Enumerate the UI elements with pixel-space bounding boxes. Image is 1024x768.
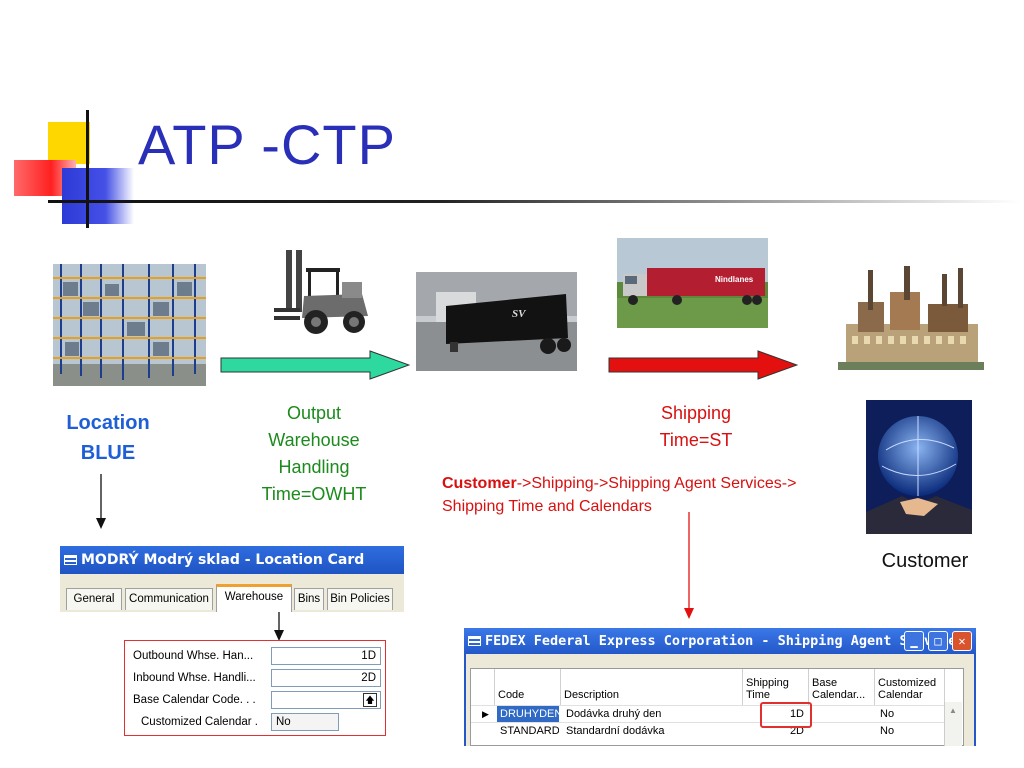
cell-base-calendar[interactable]: [811, 723, 873, 740]
green-flow-arrow: [220, 350, 410, 380]
truck-logo-sv: SV: [512, 308, 526, 320]
location-label-line2: BLUE: [80, 442, 136, 464]
column-base-calendar[interactable]: Base Calendar...: [809, 669, 875, 705]
customized-calendar-label: Customized Calendar .: [141, 716, 258, 728]
lookup-arrow-icon[interactable]: 🡅: [363, 693, 377, 707]
shipping-down-arrow: [683, 512, 695, 625]
location-down-arrow: [95, 474, 107, 535]
cell-description[interactable]: Dodávka druhý den: [566, 708, 662, 720]
cell-customized: No: [880, 725, 895, 737]
customer-label: Customer: [881, 550, 969, 572]
owht-line4: Time=OWHT: [261, 484, 367, 504]
maximize-icon[interactable]: □: [928, 631, 948, 651]
location-blue-label: Location BLUE: [50, 408, 166, 468]
cell-shipping-time[interactable]: 1D: [789, 708, 804, 720]
minimize-icon[interactable]: ▁: [904, 631, 924, 651]
cell-base-calendar[interactable]: [811, 706, 873, 723]
location-card-titlebar[interactable]: MODRÝ Modrý sklad - Location Card: [60, 546, 404, 574]
cell-code[interactable]: STANDARD: [500, 725, 559, 737]
customer-handshake-image: [866, 400, 972, 534]
column-description[interactable]: Description: [561, 669, 743, 705]
shipping-time-label: Shipping Time=ST: [622, 400, 770, 454]
path-customer-bold: Customer: [442, 475, 517, 492]
tab-communication[interactable]: Communication: [125, 588, 213, 610]
table-row[interactable]: ▶ DRUHYDEN Dodávka druhý den 1D No: [471, 705, 945, 723]
st-line1: Shipping: [660, 403, 732, 423]
location-label-line1: Location: [66, 412, 150, 434]
customized-calendar-field: No: [271, 713, 339, 731]
truck-logo-nindlanes: Nindlanes: [715, 275, 754, 284]
scroll-up-icon[interactable]: ▲: [949, 706, 957, 715]
title-deco-yellow-square: [48, 122, 90, 164]
column-shipping-time[interactable]: Shipping Time: [743, 669, 809, 705]
warehouse-racks-photo: [53, 264, 206, 386]
owht-line1: Output: [286, 403, 342, 423]
cell-code[interactable]: DRUHYDEN: [497, 706, 559, 723]
location-card-title: MODRÝ Modrý sklad - Location Card: [81, 552, 365, 568]
table-row[interactable]: STANDARD Standardní dodávka 2D No: [471, 722, 945, 739]
outbound-whse-label: Outbound Whse. Han...: [133, 650, 254, 662]
window-icon: [64, 555, 77, 565]
warehouse-fields-panel: Outbound Whse. Han... 1D Inbound Whse. H…: [124, 640, 386, 736]
close-icon[interactable]: ✕: [952, 631, 972, 651]
shipping-time-highlight: [760, 702, 812, 728]
owht-line3: Handling: [278, 457, 350, 477]
title-underline: [48, 200, 1020, 203]
tab-warehouse[interactable]: Warehouse: [216, 584, 292, 612]
inbound-whse-label: Inbound Whse. Handli...: [133, 672, 256, 684]
path-rest: ->Shipping->Shipping Agent Services->: [516, 475, 797, 492]
slide-title: ATP -CTP: [138, 113, 396, 176]
tab-bin-policies[interactable]: Bin Policies: [327, 588, 393, 610]
path-line2: Shipping Time and Calendars: [442, 498, 652, 515]
shipping-services-grid: Code Description Shipping Time Base Cale…: [470, 668, 964, 746]
red-flow-arrow: [608, 350, 798, 380]
st-line2: Time=ST: [659, 430, 733, 450]
grid-vertical-scrollbar[interactable]: ▲: [944, 702, 962, 746]
cell-customized: No: [880, 708, 895, 720]
shipping-window-title: FEDEX Federal Express Corporation - Ship…: [485, 633, 965, 649]
column-code[interactable]: Code: [495, 669, 561, 705]
title-deco-vertical-line: [86, 110, 89, 228]
base-calendar-label: Base Calendar Code. . .: [133, 694, 256, 706]
owht-line2: Warehouse: [268, 430, 360, 450]
column-customized-calendar[interactable]: Customized Calendar: [875, 669, 945, 705]
parked-truck-photo: SV: [416, 272, 577, 371]
base-calendar-field[interactable]: 🡅: [271, 691, 381, 709]
cell-description[interactable]: Standardní dodávka: [566, 725, 665, 737]
cell-shipping-time[interactable]: 2D: [789, 725, 804, 737]
inbound-whse-field[interactable]: 2D: [271, 669, 381, 687]
location-card-tabs: General Communication Warehouse Bins Bin…: [60, 574, 404, 612]
forklift-image: [272, 246, 372, 338]
shipping-window-titlebar[interactable]: FEDEX Federal Express Corporation - Ship…: [464, 628, 976, 654]
navigation-path-text: Customer->Shipping->Shipping Agent Servi…: [442, 472, 862, 518]
tab-general[interactable]: General: [66, 588, 122, 610]
current-row-icon: ▶: [482, 709, 489, 719]
row-selector-header: [471, 669, 495, 705]
title-deco-blue-bar: [62, 168, 134, 224]
factory-image: [838, 262, 984, 370]
tab-bins[interactable]: Bins: [294, 588, 324, 610]
outbound-whse-field[interactable]: 1D: [271, 647, 381, 665]
window-icon: [468, 636, 481, 646]
warehouse-tab-down-arrow: [273, 612, 285, 647]
moving-truck-photo: Nindlanes: [617, 238, 768, 328]
owht-label: Output Warehouse Handling Time=OWHT: [238, 400, 390, 508]
